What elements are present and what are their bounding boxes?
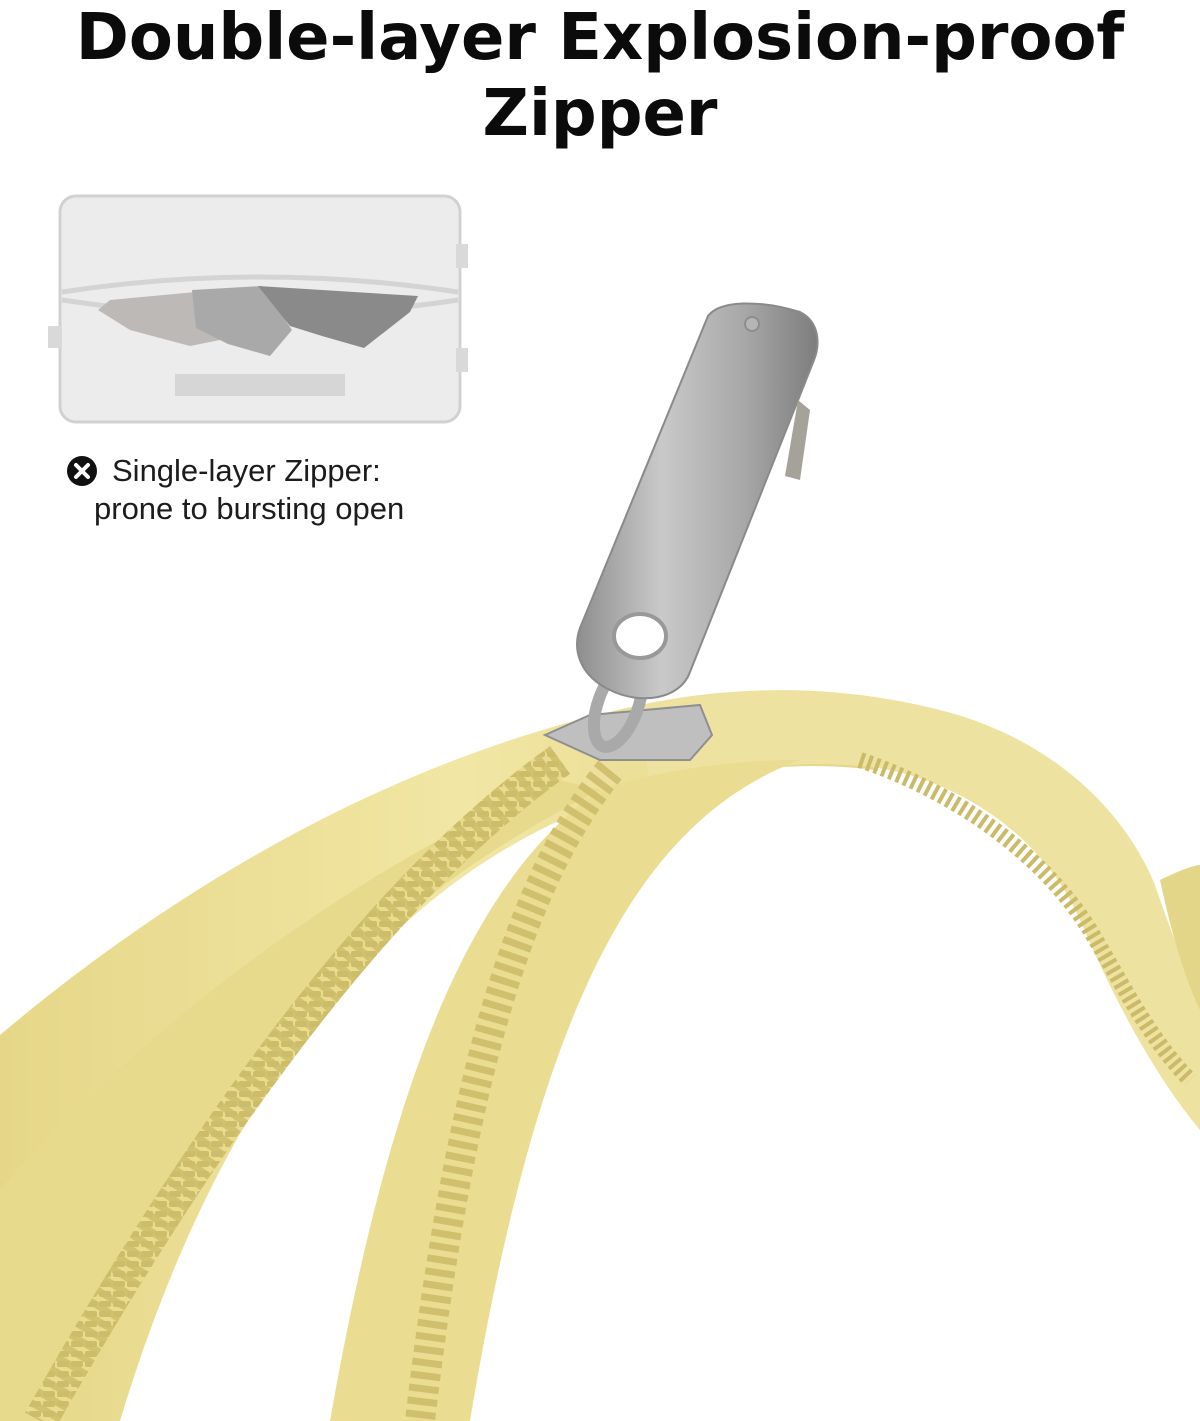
single-layer-inset [48,194,468,424]
page-title: Double-layer Explosion-proof Zipper [0,0,1200,152]
x-circle-icon [67,456,97,486]
title-line-2: Zipper [482,77,718,151]
single-layer-caption: Single-layer Zipper: prone to bursting o… [66,452,486,528]
caption-line-2: prone to bursting open [94,491,405,526]
zipper-teeth [25,746,1196,1421]
title-line-1: Double-layer Explosion-proof [75,1,1125,75]
zipper-pull-tab [576,302,819,700]
caption-line-1: Single-layer Zipper: [112,453,381,488]
